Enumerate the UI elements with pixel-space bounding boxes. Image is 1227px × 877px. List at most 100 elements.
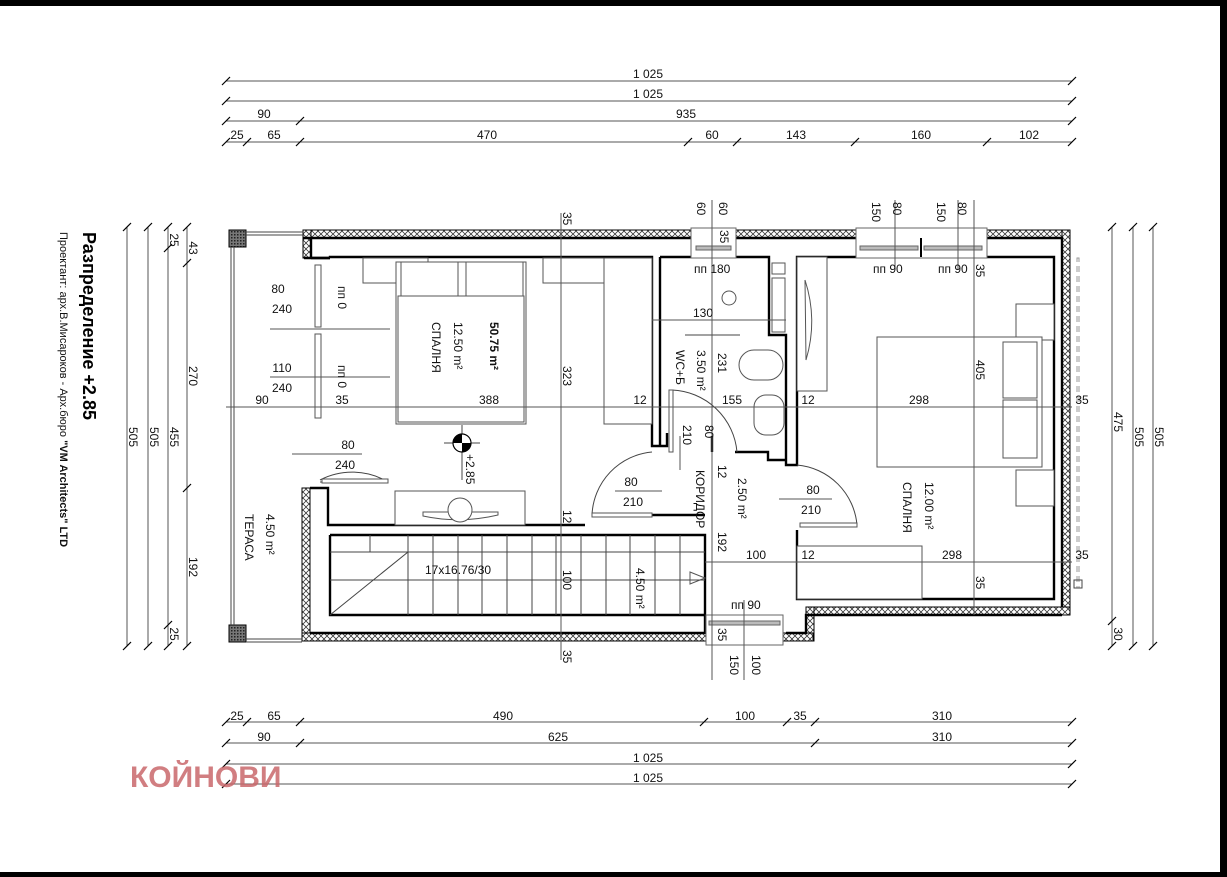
dim-label: 12 [715, 465, 729, 479]
furniture [329, 256, 1055, 616]
window-sill: пп 90 [873, 262, 903, 276]
window-width: 80 [271, 282, 285, 296]
dim-label: 505 [1152, 427, 1166, 447]
dim-total-4: 1 025 [633, 771, 663, 785]
window-sill: пп 0 [335, 286, 349, 309]
dim-label: 505 [147, 427, 161, 447]
dim-label: 90 [255, 393, 269, 407]
dim-label: 455 [167, 427, 181, 447]
floor-total-area: 50.75 m² [487, 322, 501, 370]
window-height: 240 [272, 381, 292, 395]
drawing-sheet: 1 025 1 025 90 935 25 65 470 60 143 160 … [0, 6, 1220, 872]
window-dim: 60 [716, 202, 730, 216]
drawing-title: Разпределение +2.85 [79, 232, 99, 420]
dim-label: 100 [735, 709, 755, 723]
dim-label: 65 [267, 709, 281, 723]
dim-label: 143 [786, 128, 806, 142]
dim-label: 35 [1075, 548, 1089, 562]
window-dim: 150 [727, 655, 741, 675]
dim-label: 160 [911, 128, 931, 142]
dim-label: 231 [715, 353, 729, 373]
dim-label: 310 [932, 730, 952, 744]
dim-total-3: 1 025 [633, 751, 663, 765]
doors [319, 389, 858, 585]
bedroom2-label: СПАЛНЯ [900, 482, 914, 533]
window-sill: пп 0 [335, 365, 349, 388]
wc-area: 3.50 m² [694, 350, 708, 391]
window-height: 240 [272, 302, 292, 316]
window-dim: 100 [749, 655, 763, 675]
dim-label: 298 [909, 393, 929, 407]
corridor-label: КОРИДОР [693, 470, 707, 528]
dim-label: 100 [560, 570, 574, 590]
door-width: 80 [702, 425, 716, 439]
dim-label: 35 [973, 576, 987, 590]
dim-label: 298 [942, 548, 962, 562]
level-marker: +2.85 [444, 425, 480, 485]
terrace-label: ТЕРАСА [242, 514, 256, 561]
dim-label: 130 [693, 306, 713, 320]
dim-label: 90 [257, 107, 271, 121]
dim-label: 470 [477, 128, 497, 142]
dim-label: 310 [932, 709, 952, 723]
dim-label: 102 [1019, 128, 1039, 142]
column [228, 624, 247, 643]
dim-label: 35 [1075, 393, 1089, 407]
dim-label: 625 [548, 730, 568, 744]
window-dim: 150 [934, 202, 948, 222]
dim-label: 43 [186, 241, 200, 255]
window-dim: 60 [694, 202, 708, 216]
bedroom1-area: 12.50 m² [451, 322, 465, 369]
window-width: 110 [272, 361, 291, 375]
right-dimensions: 475 30 505 505 [1073, 222, 1166, 651]
dim-label: 12 [801, 548, 815, 562]
top-dimensions: 1 025 1 025 90 935 25 65 470 60 143 160 … [221, 67, 1077, 147]
dim-label: 25 [167, 233, 181, 247]
dim-label: 12 [801, 393, 815, 407]
dim-label: 270 [186, 366, 200, 386]
dim-label: 25 [230, 128, 244, 142]
dim-label: 35 [715, 628, 729, 642]
wc-label: WC+Б [673, 350, 687, 385]
dim-label: 505 [1132, 427, 1146, 447]
dim-label: 100 [746, 548, 766, 562]
column [228, 229, 247, 248]
dim-label: 30 [1111, 627, 1125, 641]
inner-dimension-lines [226, 200, 1072, 680]
dim-label: 35 [793, 709, 807, 723]
dim-label: 475 [1111, 412, 1125, 432]
dim-label: 65 [267, 128, 281, 142]
terrace-area: 4.50 m² [263, 514, 277, 555]
dim-label: 90 [257, 730, 271, 744]
dim-label: 25 [167, 627, 181, 641]
designer-name: Проектант: арх.В.Мисароков - Арх.бюро [57, 232, 69, 440]
corridor-area: 2.50 m² [735, 478, 749, 519]
door-height: 210 [801, 503, 821, 517]
dim-label: 35 [560, 650, 574, 664]
door-width: 80 [624, 475, 638, 489]
staircase [329, 535, 705, 616]
dim-label: 192 [715, 532, 729, 552]
dim-label: 35 [973, 264, 987, 278]
window-dim: 80 [890, 202, 904, 216]
door-height: 240 [335, 458, 355, 472]
dim-label: 25 [230, 709, 244, 723]
dim-label: 35 [560, 212, 574, 226]
dim-label: 12 [560, 510, 574, 524]
watermark: КОЙНОВИ [130, 760, 281, 794]
dim-label: 155 [722, 393, 742, 407]
opening-labels: 80 240 пп 0 110 240 пп 0 80 240 80 210 8… [271, 202, 969, 675]
door-width: 80 [341, 438, 355, 452]
window-dim: 80 [955, 202, 969, 216]
stair-spec: 17x16.76/30 [425, 563, 491, 577]
title-block: Разпределение +2.85 Проектант: арх.В.Мис… [57, 232, 99, 547]
door-height: 210 [680, 425, 694, 445]
designer-firm: "VM Architects" LTD [57, 440, 69, 547]
dim-label: 388 [479, 393, 499, 407]
dim-label: 490 [493, 709, 513, 723]
bedroom2-area: 12.00 m² [922, 482, 936, 529]
dim-label: 192 [186, 557, 200, 577]
dim-total-2: 1 025 [633, 87, 663, 101]
window-sill: пп 90 [731, 598, 761, 612]
dim-label: 405 [973, 360, 987, 380]
